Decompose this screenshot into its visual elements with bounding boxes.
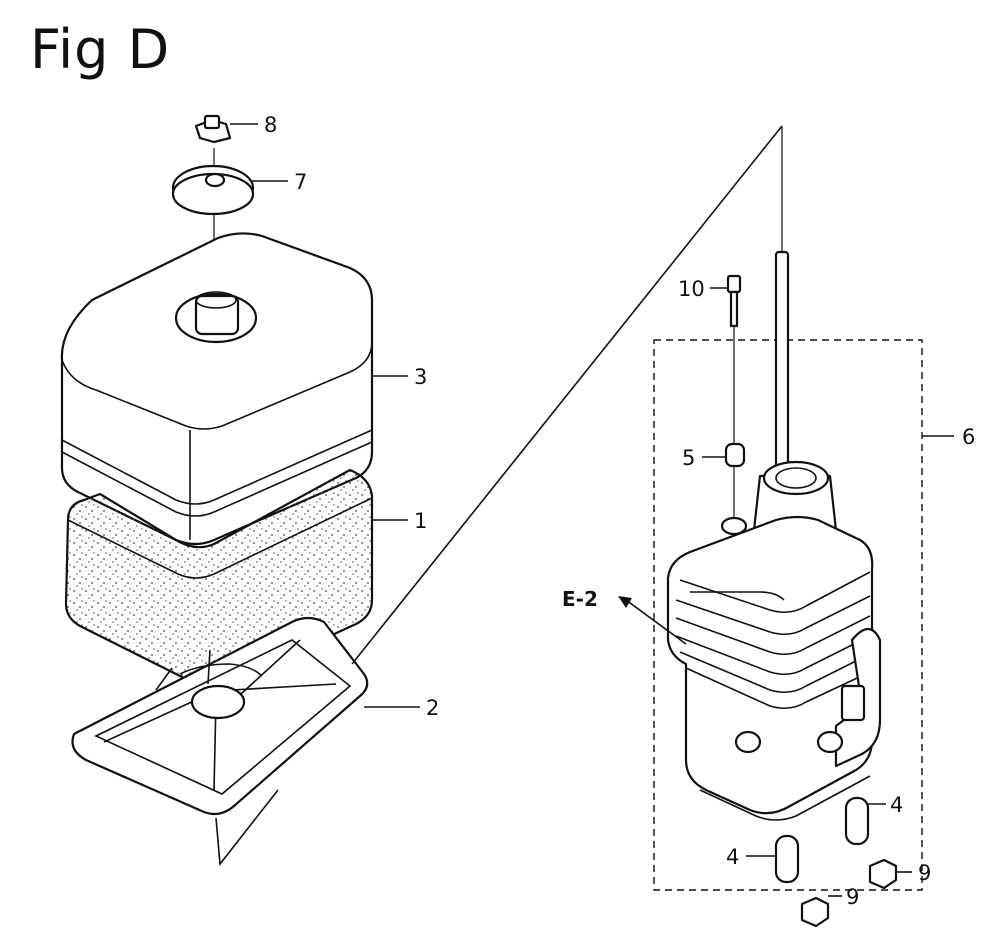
wing-nut-part-8 — [194, 114, 232, 144]
callout-4-left: 4 — [726, 845, 739, 869]
e2-arrowhead — [618, 596, 632, 608]
part-6-group-box — [653, 339, 923, 891]
collar-part-5 — [724, 442, 746, 468]
callout-3: 3 — [414, 365, 427, 389]
callout-10: 10 — [678, 277, 705, 301]
pin-part-4-left — [774, 834, 800, 884]
callout-9-left: 9 — [846, 885, 859, 909]
callout-1: 1 — [414, 509, 427, 533]
diagonal-connector-line — [351, 125, 783, 665]
base-plate-part-2 — [71, 616, 369, 816]
figure-title: Fig D — [30, 18, 171, 81]
callout-e2-reference: E-2 — [562, 587, 598, 611]
callout-7: 7 — [294, 170, 307, 194]
washer-part-7 — [171, 164, 255, 216]
callout-9-right: 9 — [918, 861, 931, 885]
oil-filler-housing — [666, 460, 882, 821]
leader-e2 — [625, 599, 687, 645]
leader-base-bottom — [215, 789, 279, 867]
callout-8: 8 — [264, 113, 277, 137]
bolt-part-10 — [726, 274, 742, 328]
pin-part-4-right — [844, 796, 870, 846]
callout-5: 5 — [682, 446, 695, 470]
callout-2: 2 — [426, 696, 439, 720]
nut-part-9-left — [800, 896, 830, 928]
callout-6: 6 — [962, 425, 975, 449]
nut-part-9-right — [868, 858, 898, 890]
dipstick — [774, 250, 790, 494]
callout-4-right: 4 — [890, 793, 903, 817]
